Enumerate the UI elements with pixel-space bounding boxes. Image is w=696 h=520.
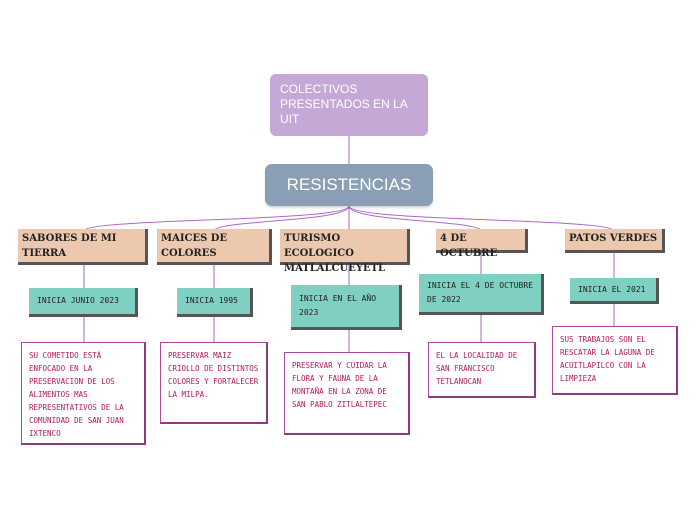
description-node[interactable]: EL LA LOCALIDAD DE SAN FRANCISCO TETLANO…: [428, 342, 536, 398]
connector-main-cat-5: [348, 205, 615, 232]
category-node[interactable]: TURISMO ECOLOGICO MATLALCUEYETL: [280, 229, 410, 274]
category-node[interactable]: SABORES DE MI TIERRA: [18, 229, 148, 265]
date-node[interactable]: INICIA EL 2021: [570, 278, 659, 304]
top-node[interactable]: COLECTIVOS PRESENTADOS EN LA UIT: [270, 74, 428, 136]
main-node[interactable]: RESISTENCIAS: [265, 164, 433, 206]
category-node[interactable]: PATOS VERDES: [565, 229, 665, 253]
description-node[interactable]: PRESERVAR MAIZ CRIOLLO DE DISTINTOS COLO…: [160, 342, 268, 424]
description-node[interactable]: PRESERVAR Y CUIDAR LA FLORA Y FAUNA DE L…: [284, 352, 410, 435]
category-node[interactable]: 4 DE OCTUBRE: [436, 229, 528, 259]
description-node[interactable]: SUS TRABAJOS SON EL RESCATAR LA LAGUNA D…: [552, 326, 678, 395]
connector-main-cat-2: [213, 205, 350, 232]
date-node[interactable]: INICIA EN EL AÑO 2023: [291, 285, 402, 330]
date-node[interactable]: INICIA EL 4 DE OCTUBRE DE 2022: [419, 274, 544, 315]
date-node[interactable]: INICIA JUNIO 2023: [29, 288, 138, 317]
category-node[interactable]: MAICES DE COLORES: [157, 229, 272, 265]
connector-main-cat-1: [83, 205, 350, 232]
date-node[interactable]: INICIA 1995: [177, 288, 253, 317]
description-node[interactable]: SU COMETIDO ESTÁ ENFOCADO EN LA PRESERVA…: [21, 342, 146, 445]
connector-main-cat-4: [348, 205, 482, 232]
